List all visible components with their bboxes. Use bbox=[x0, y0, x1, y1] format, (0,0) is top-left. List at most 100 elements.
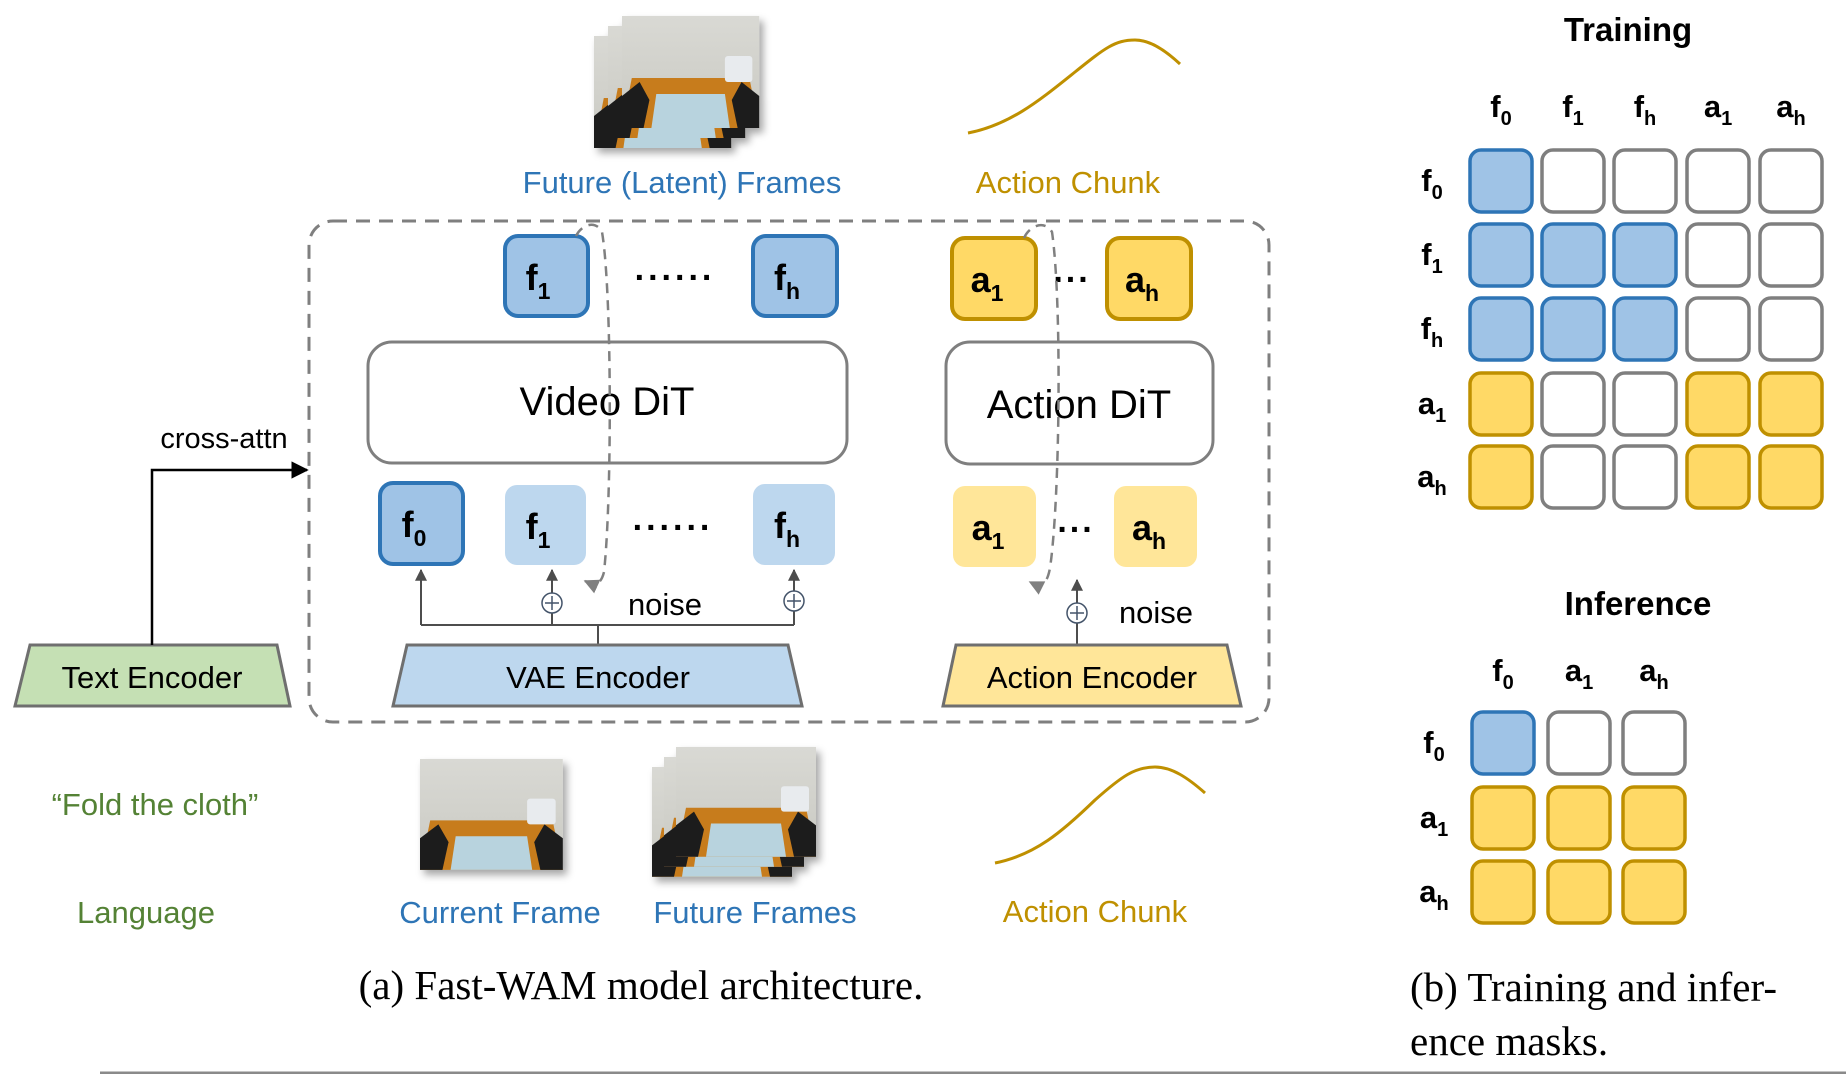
masks-caption-line2: ence masks. bbox=[1410, 1018, 1608, 1064]
mask-cell-video bbox=[1540, 222, 1606, 288]
future-latent-frames-image bbox=[594, 16, 760, 148]
svg-text:ah: ah bbox=[1125, 259, 1159, 306]
input-token-a1-noisy: a1 bbox=[953, 486, 1036, 567]
svg-text:f1: f1 bbox=[526, 257, 551, 304]
svg-text:ah: ah bbox=[1132, 507, 1166, 554]
mask-cell-video bbox=[1540, 296, 1606, 362]
action-encoder-label: Action Encoder bbox=[987, 660, 1197, 695]
training-row-header: f1 bbox=[1421, 237, 1442, 278]
cross-attn-label: cross-attn bbox=[160, 423, 287, 455]
action-chunk-input-label: Action Chunk bbox=[1003, 894, 1188, 929]
mask-cell-empty bbox=[1540, 371, 1606, 437]
mask-cell-empty bbox=[1546, 710, 1612, 776]
mask-cell-video bbox=[1612, 222, 1678, 288]
inference-row-header: f0 bbox=[1423, 725, 1444, 766]
mask-cell-action bbox=[1758, 444, 1824, 510]
output-token-ah: ah bbox=[1105, 236, 1193, 321]
noise-add-icon-f1 bbox=[541, 592, 563, 614]
input-token-ah-noisy: ah bbox=[1114, 486, 1197, 567]
training-col-header: fh bbox=[1634, 89, 1657, 130]
mask-cell-empty bbox=[1685, 148, 1751, 214]
training-col-header: f0 bbox=[1490, 89, 1511, 130]
future-frames-image bbox=[652, 747, 816, 877]
training-col-header: ah bbox=[1776, 89, 1805, 130]
mask-cell-video bbox=[1612, 296, 1678, 362]
action-encoder-block: Action Encoder bbox=[941, 643, 1243, 708]
noise-add-icon-action bbox=[1066, 602, 1088, 624]
mask-cell-empty bbox=[1621, 710, 1687, 776]
mask-cell-empty bbox=[1612, 371, 1678, 437]
svg-text:a1: a1 bbox=[972, 507, 1005, 554]
video-dit-block: Video DiT bbox=[366, 340, 849, 465]
mask-cell-empty bbox=[1685, 222, 1751, 288]
mask-cell-empty bbox=[1540, 148, 1606, 214]
action-dit-block: Action DiT bbox=[944, 340, 1215, 466]
input-action-ellipsis: ... bbox=[1057, 502, 1094, 540]
masks-caption-line1: (b) Training and infer- bbox=[1410, 964, 1777, 1010]
future-frames-label: Future Frames bbox=[653, 895, 856, 930]
training-row-header: fh bbox=[1421, 311, 1444, 352]
svg-text:fh: fh bbox=[774, 505, 800, 552]
input-token-f0: f0 bbox=[378, 481, 465, 566]
cross-attn-arrow bbox=[150, 461, 309, 645]
svg-text:fh: fh bbox=[774, 257, 800, 304]
training-row-header: f0 bbox=[1421, 163, 1442, 204]
video-noise-label: noise bbox=[628, 587, 702, 622]
mask-cell-action bbox=[1685, 444, 1751, 510]
mask-cell-action bbox=[1546, 859, 1612, 925]
training-mask-title: Training bbox=[1564, 11, 1692, 48]
vae-wiring bbox=[415, 568, 800, 645]
inference-col-header: a1 bbox=[1565, 653, 1593, 694]
mask-cell-action bbox=[1621, 785, 1687, 851]
inference-mask-title: Inference bbox=[1565, 585, 1712, 622]
output-token-a1: a1 bbox=[950, 236, 1038, 321]
action-chunk-output-label: Action Chunk bbox=[976, 165, 1161, 200]
output-token-f1: f1 bbox=[503, 234, 590, 318]
architecture-caption: (a) Fast-WAM model architecture. bbox=[359, 962, 924, 1008]
svg-text:f0: f0 bbox=[402, 504, 427, 551]
model-container bbox=[307, 219, 1271, 724]
training-col-header: f1 bbox=[1562, 89, 1583, 130]
text-encoder-label: Text Encoder bbox=[62, 660, 243, 695]
mask-cell-video bbox=[1468, 148, 1534, 214]
mask-cell-action bbox=[1621, 859, 1687, 925]
input-video-ellipsis: ...... bbox=[633, 500, 714, 538]
output-token-fh: fh bbox=[751, 234, 839, 318]
architecture-panel: Future (Latent) Frames Action Chunk f1 .… bbox=[13, 16, 1271, 1008]
mask-cell-empty bbox=[1758, 296, 1824, 362]
mask-cell-empty bbox=[1758, 148, 1824, 214]
mask-cell-action bbox=[1468, 371, 1534, 437]
mask-cell-action bbox=[1470, 859, 1536, 925]
input-token-fh-noisy: fh bbox=[753, 484, 835, 565]
vae-encoder-label: VAE Encoder bbox=[506, 660, 690, 695]
inference-row-header: ah bbox=[1419, 874, 1448, 915]
vae-encoder-block: VAE Encoder bbox=[391, 643, 804, 708]
inference-col-header: ah bbox=[1639, 653, 1668, 694]
output-action-ellipsis: ... bbox=[1053, 252, 1090, 290]
action-chunk-curve-input bbox=[994, 765, 1206, 865]
language-label: Language bbox=[77, 895, 215, 930]
current-frame-image bbox=[420, 759, 563, 870]
noise-add-icon-fh bbox=[783, 590, 805, 612]
action-dit-label: Action DiT bbox=[987, 383, 1172, 427]
video-loop-connector bbox=[574, 223, 612, 594]
action-loop-connector bbox=[1022, 223, 1060, 595]
svg-text:a1: a1 bbox=[971, 259, 1004, 306]
output-video-ellipsis: ...... bbox=[635, 250, 716, 288]
action-noise-label: noise bbox=[1119, 595, 1193, 630]
current-frame-label: Current Frame bbox=[399, 895, 601, 930]
instruction-text: “Fold the cloth” bbox=[52, 787, 259, 822]
mask-cell-action bbox=[1758, 371, 1824, 437]
action-chunk-curve-output bbox=[967, 38, 1182, 135]
text-encoder-block: Text Encoder bbox=[13, 643, 292, 708]
mask-cell-action bbox=[1468, 444, 1534, 510]
inference-col-header: f0 bbox=[1492, 653, 1513, 694]
mask-cell-action bbox=[1546, 785, 1612, 851]
training-row-header: ah bbox=[1417, 459, 1446, 500]
mask-cell-empty bbox=[1540, 444, 1606, 510]
mask-cell-empty bbox=[1758, 222, 1824, 288]
mask-cell-empty bbox=[1612, 444, 1678, 510]
